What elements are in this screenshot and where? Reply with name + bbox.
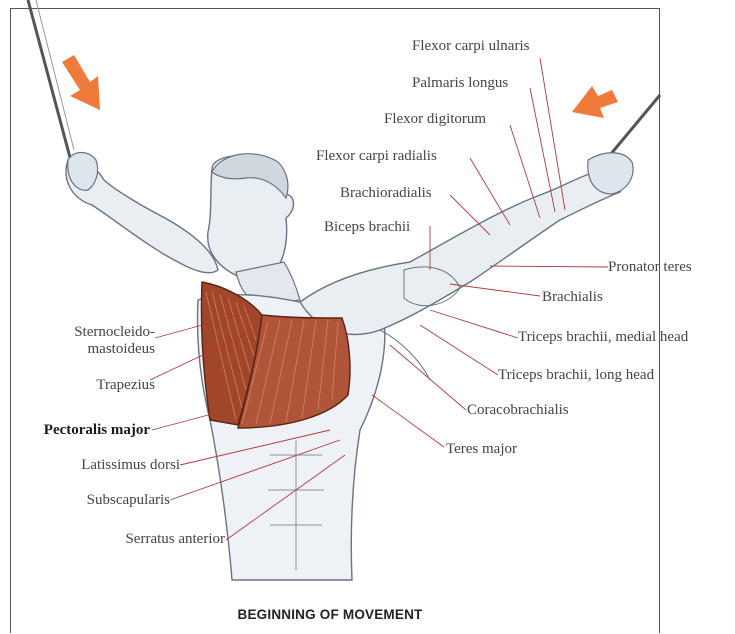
- label-biceps-brachii: Biceps brachii: [324, 218, 410, 236]
- label-pronator-teres: Pronator teres: [608, 258, 692, 276]
- figure-caption: BEGINNING OF MOVEMENT: [0, 607, 660, 622]
- label-teres-major: Teres major: [446, 440, 517, 458]
- label-serratus-anterior: Serratus anterior: [125, 530, 225, 548]
- label-coracobrachialis: Coracobrachialis: [467, 401, 569, 419]
- right-cable: [610, 95, 660, 155]
- left-cable: [28, 0, 72, 165]
- label-pectoralis-major: Pectoralis major: [44, 421, 150, 439]
- label-flexor-digitorum: Flexor digitorum: [384, 110, 486, 128]
- label-flexor-carpi-ulnaris: Flexor carpi ulnaris: [412, 37, 529, 55]
- left-arrow-icon: [62, 55, 100, 110]
- label-brachialis: Brachialis: [542, 288, 603, 306]
- label-latissimus-dorsi: Latissimus dorsi: [81, 456, 180, 474]
- label-palmaris-longus: Palmaris longus: [412, 74, 508, 92]
- label-brachioradialis: Brachioradialis: [340, 184, 432, 202]
- label-sternocleidomastoideus-line1: Sternocleido-: [74, 323, 155, 341]
- label-subscapularis: Subscapularis: [87, 491, 170, 509]
- label-triceps-brachii-long-head: Triceps brachii, long head: [498, 366, 654, 384]
- label-triceps-brachii-medial-head: Triceps brachii, medial head: [518, 328, 688, 346]
- label-flexor-carpi-radialis: Flexor carpi radialis: [316, 147, 437, 165]
- label-sternocleidomastoideus-line2: mastoideus: [88, 340, 156, 358]
- label-trapezius: Trapezius: [96, 376, 155, 394]
- right-arrow-icon: [572, 86, 618, 118]
